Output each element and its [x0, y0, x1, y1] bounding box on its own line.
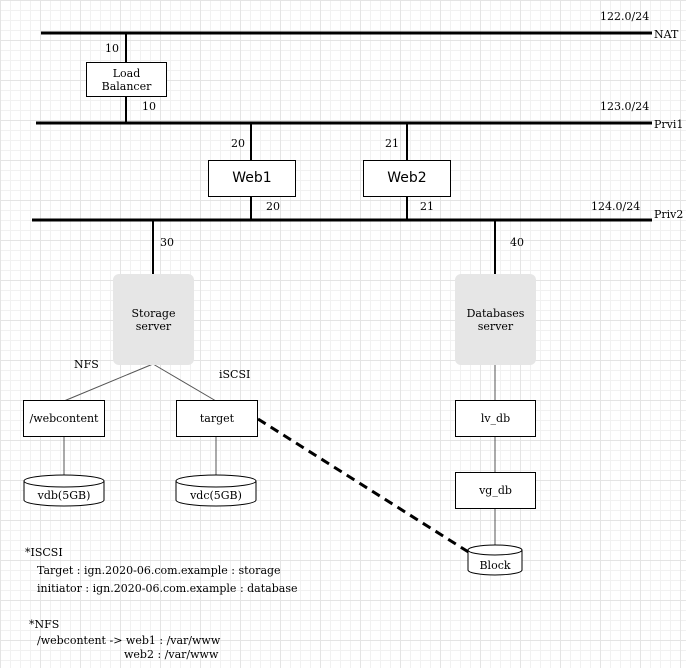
storage-priv2-port: 30 [160, 236, 174, 249]
vdb-disk-cylinder [23, 474, 105, 507]
block-cylinder [467, 544, 523, 576]
db-priv2-port: 40 [510, 236, 524, 249]
block-label: Block [479, 559, 511, 572]
webcontent-node[interactable]: /webcontent [23, 400, 105, 437]
databases-server-node[interactable]: Databases server [455, 274, 536, 365]
nat-network-name: NAT [654, 28, 679, 41]
web2-prvi1-port: 21 [385, 137, 399, 150]
target-node[interactable]: target [176, 400, 258, 437]
vdb-disk-label: vdb(5GB) [37, 489, 91, 502]
lb-prvi1-port: 10 [142, 100, 156, 113]
lv-db-node[interactable]: lv_db [455, 400, 536, 437]
vg-db-node[interactable]: vg_db [455, 472, 536, 509]
storage-iscsi-link [152, 363, 217, 402]
iscsi-dashed-link [257, 417, 471, 555]
nfs-notes-title: *NFS [29, 618, 60, 631]
nfs-label: NFS [74, 358, 99, 371]
iscsi-target-note: Target : ign.2020-06.com.example : stora… [37, 564, 281, 577]
web1-node[interactable]: Web1 [208, 160, 296, 197]
load-balancer-node[interactable]: Load Balancer [86, 62, 167, 97]
priv2-network-name: Priv2 [654, 208, 684, 221]
web2-node[interactable]: Web2 [363, 160, 451, 197]
web2-priv2-port: 21 [420, 200, 434, 213]
vdc-disk-cylinder [175, 474, 257, 507]
storage-server-node[interactable]: Storage server [113, 274, 194, 365]
iscsi-initiator-note: initiator : ign.2020-06.com.example : da… [37, 582, 298, 595]
nfs-note-line1: /webcontent -> web1 : /var/www [37, 634, 221, 647]
nfs-note-line2: web2 : /var/www [124, 648, 219, 661]
nat-subnet-label: 122.0/24 [600, 10, 650, 23]
lb-nat-port: 10 [105, 42, 119, 55]
web1-priv2-port: 20 [266, 200, 280, 213]
storage-nfs-link [63, 363, 154, 402]
iscsi-label: iSCSI [219, 368, 251, 381]
prvi1-network-name: Prvi1 [654, 118, 684, 131]
prvi1-subnet-label: 123.0/24 [600, 100, 650, 113]
priv2-subnet-label: 124.0/24 [591, 200, 641, 213]
vdc-disk-label: vdc(5GB) [190, 489, 242, 502]
iscsi-notes-title: *ISCSI [25, 546, 63, 559]
web1-prvi1-port: 20 [231, 137, 245, 150]
